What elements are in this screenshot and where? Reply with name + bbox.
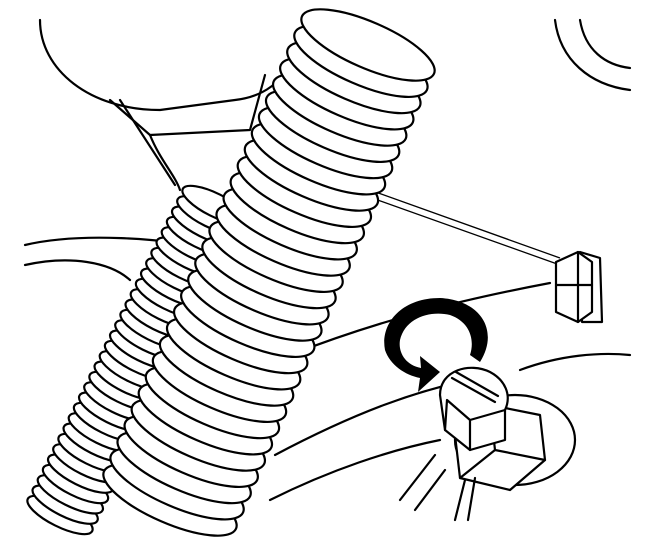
hex-bolt	[554, 250, 604, 324]
curved-rotate-arrow-icon	[384, 298, 488, 392]
background-cylinder-top-right	[553, 18, 632, 92]
large-corrugated-hose	[102, 8, 436, 537]
slotted-bolt-with-nut	[398, 366, 577, 522]
hose-ring	[300, 8, 436, 82]
